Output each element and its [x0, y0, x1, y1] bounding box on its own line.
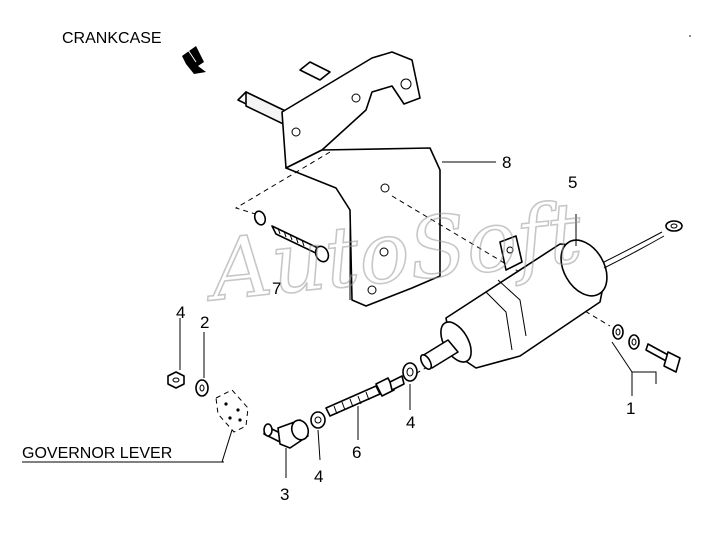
- part-number-3: 3: [280, 485, 289, 504]
- part-number-4-left: 4: [176, 303, 185, 322]
- washer-part-2: [195, 332, 209, 397]
- part-number-2: 2: [200, 313, 209, 332]
- rod-part-6: [325, 375, 405, 440]
- part-number-4-middle: 4: [314, 467, 323, 486]
- nut-part-4-right: [402, 362, 418, 410]
- part-number-7: 7: [272, 279, 281, 298]
- crankcase-label: CRANKCASE: [62, 30, 162, 47]
- crankcase-arrow-icon: [182, 46, 206, 74]
- ball-joint-part-3: [263, 419, 310, 478]
- nut-part-4-left: [167, 318, 185, 389]
- part-number-8: 8: [502, 153, 511, 172]
- governor-lever-stub: [215, 389, 249, 463]
- bracket-part: [237, 51, 496, 307]
- bolt-part-7: [253, 210, 330, 263]
- governor-lever-label: GOVERNOR LEVER: [22, 445, 172, 462]
- part-number-4-right: 4: [406, 413, 415, 432]
- part-number-5: 5: [568, 173, 577, 192]
- part-number-1: 1: [626, 399, 635, 418]
- solenoid-part: [419, 214, 683, 371]
- nut-part-4-middle: [310, 411, 326, 461]
- part-number-6: 6: [352, 443, 361, 462]
- fastener-set-part-1: [611, 324, 681, 396]
